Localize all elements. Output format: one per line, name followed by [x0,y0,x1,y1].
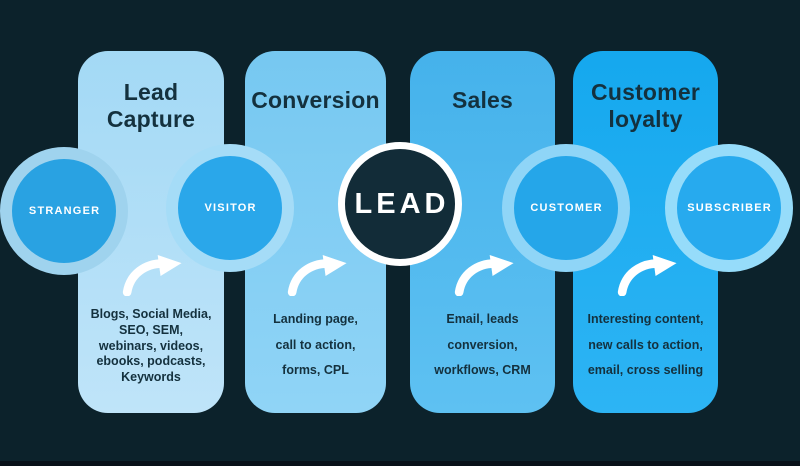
stage-circle-stranger: STRANGER [0,147,128,275]
description-line: SEO, SEM, [119,322,183,337]
description-line: Email, leads [446,312,519,326]
stage-label: SUBSCRIBER [687,202,772,214]
stage-circle-subscriber: SUBSCRIBER [665,144,793,272]
column-description: Blogs, Social Media, SEO, SEM, webinars,… [82,307,220,386]
column-title: Sales [410,87,555,114]
description-line: forms, CPL [282,363,349,377]
column-title-line: loyalty [608,106,683,132]
stage-label: VISITOR [204,202,257,214]
curved-arrow-icon [454,254,514,296]
description-line: ebooks, podcasts, [96,354,206,369]
column-title: Lead Capture [78,79,224,133]
column-description: Landing page, call to action, forms, CPL [249,307,382,384]
column-description: Interesting content, new calls to action… [577,307,714,384]
description-line: workflows, CRM [434,363,531,377]
curved-arrow-icon [122,254,182,296]
column-title-line: Capture [106,106,196,132]
description-line: Blogs, Social Media, [90,307,212,321]
description-line: Landing page, [273,312,358,326]
stage-label: STRANGER [28,205,101,217]
lead-circle: LEAD [338,142,462,266]
column-title-line: Customer [591,79,700,105]
bottom-bar [0,461,800,466]
stage-circle-visitor: VISITOR [166,144,294,272]
column-title-line: Conversion [251,87,380,113]
curved-arrow-icon [287,254,347,296]
column-title: Conversion [245,87,386,114]
description-line: conversion, [447,337,518,352]
lead-label: LEAD [354,187,450,220]
description-line: Interesting content, [587,312,704,326]
stage-circle-customer: CUSTOMER [502,144,630,272]
stage-label: CUSTOMER [530,202,603,214]
column-title: Customer loyalty [573,79,718,133]
curved-arrow-icon [617,254,677,296]
description-line: new calls to action, [588,337,703,352]
column-description: Email, leads conversion, workflows, CRM [414,307,551,384]
description-line: email, cross selling [587,363,704,377]
column-title-line: Lead [123,79,179,105]
description-line: call to action, [275,337,356,352]
description-line: webinars, videos, [98,338,204,353]
column-title-line: Sales [451,87,514,113]
description-line: Keywords [121,370,181,385]
